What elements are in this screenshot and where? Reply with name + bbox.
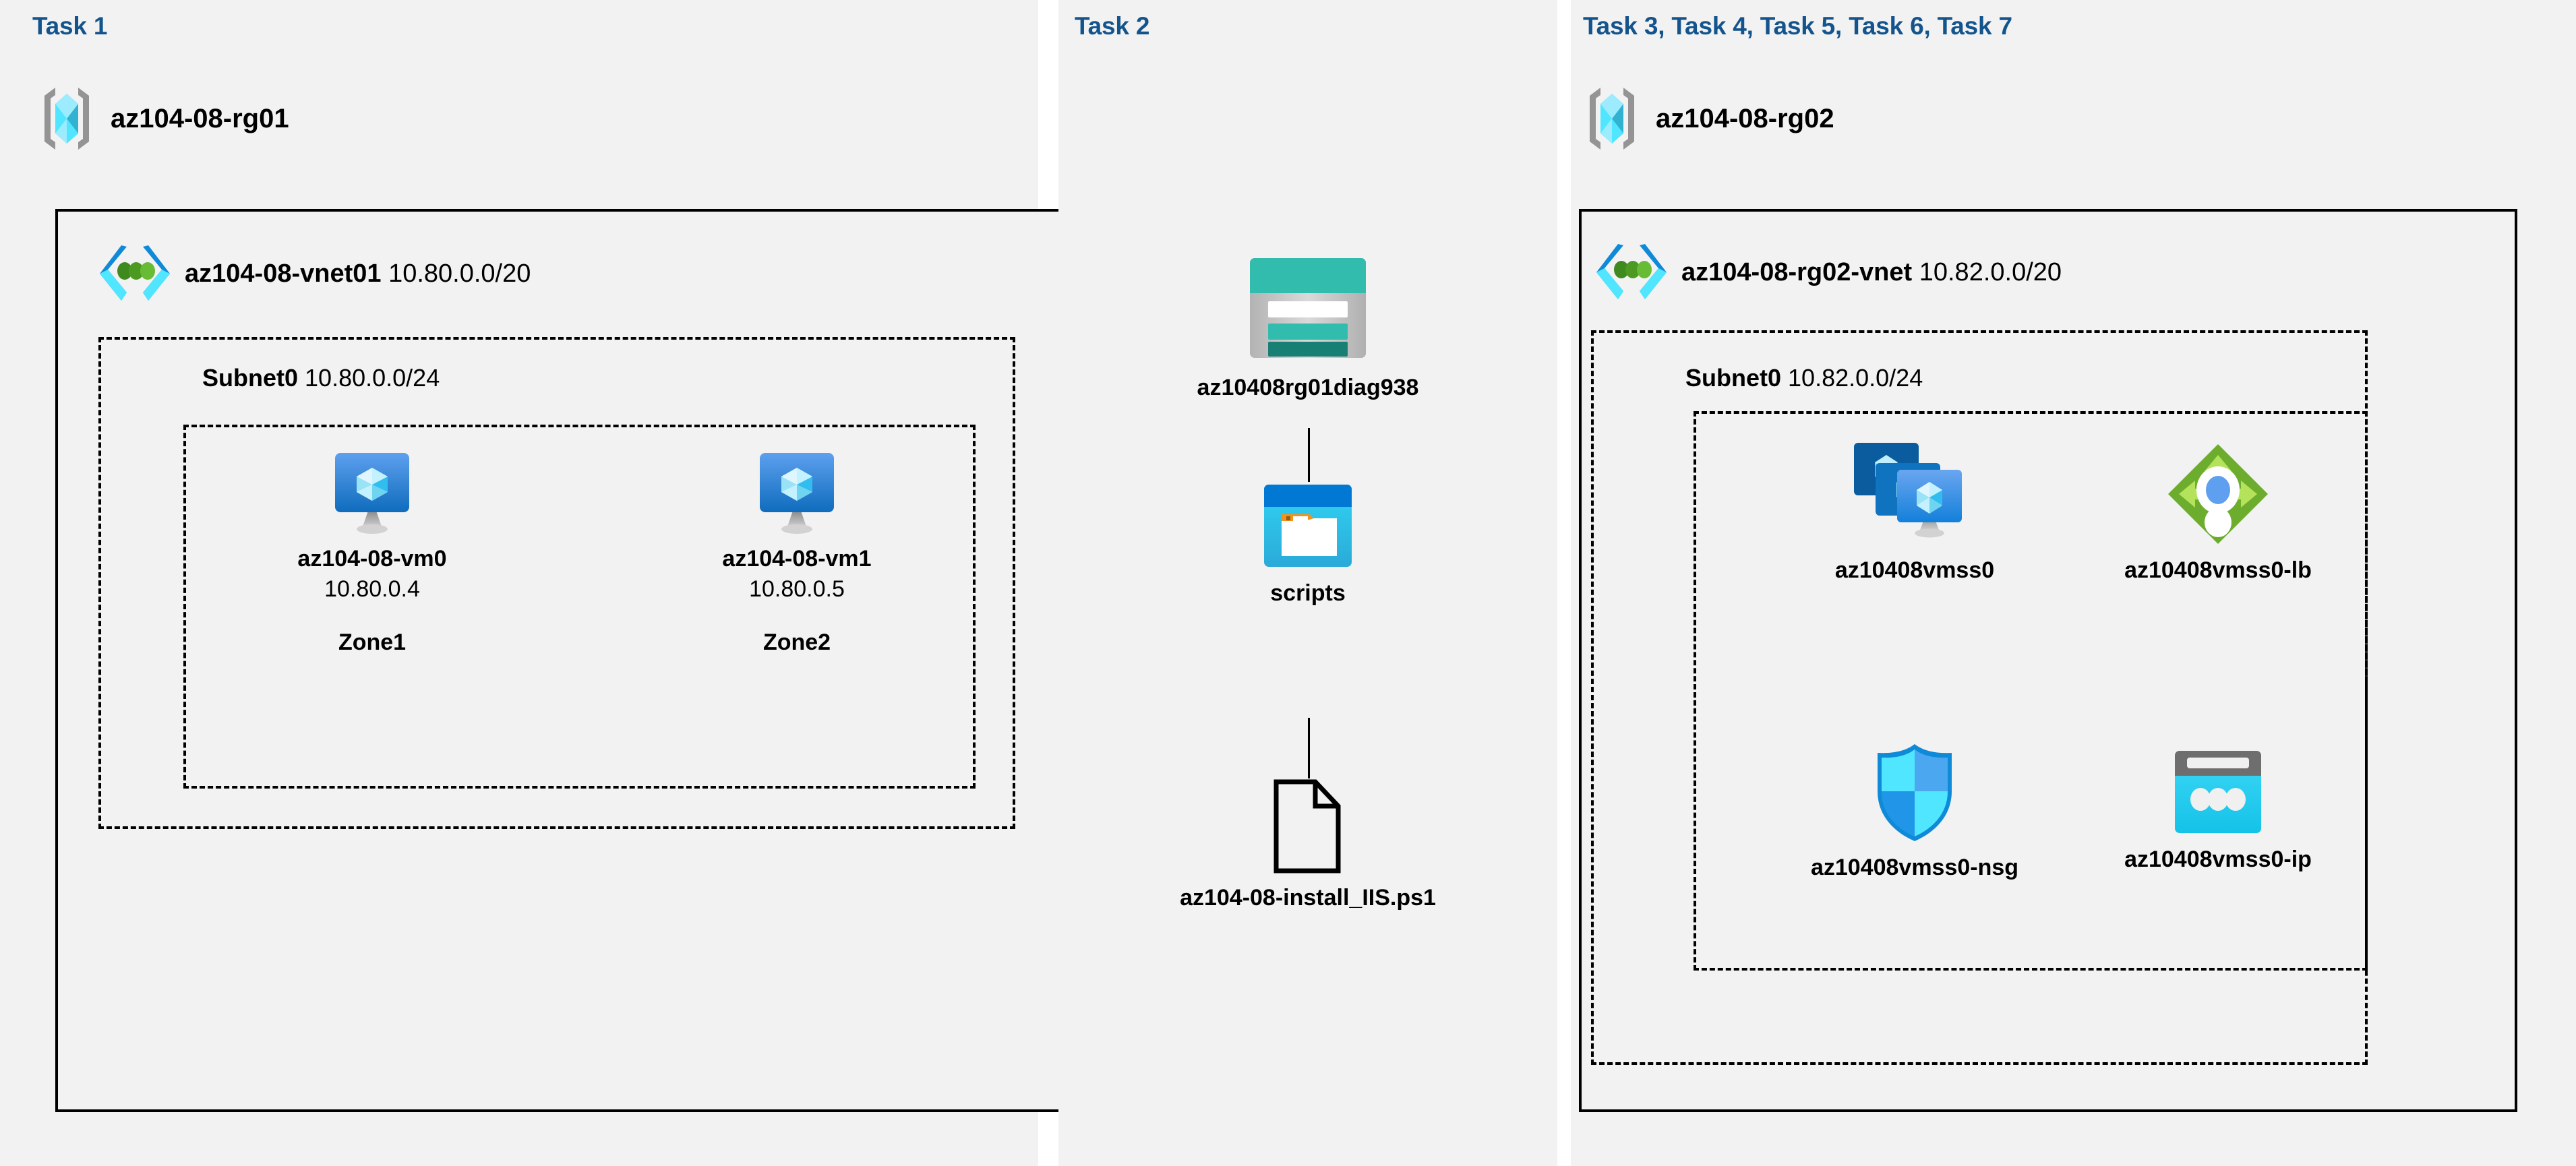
- task-label-2: Task 2: [1075, 12, 1150, 40]
- vnet-cidr: 10.80.0.0/20: [388, 259, 531, 288]
- subnet-name: Subnet0: [1685, 364, 1782, 392]
- task2-column: Task 2 az10408rg01diag938: [1058, 0, 1557, 1166]
- task1-column: Task 1 az104-08-rg01: [0, 0, 1518, 1166]
- vnet-box-az104-08-rg02-vnet: [1579, 209, 2517, 1112]
- subnet-label: Subnet0 10.80.0.0/24: [202, 364, 440, 392]
- subnet-label: Subnet0 10.82.0.0/24: [1685, 364, 1923, 392]
- resource-group-name: az104-08-rg02: [1656, 103, 1834, 133]
- vnet-title: az104-08-rg02-vnet 10.82.0.0/20: [1681, 258, 2062, 287]
- task-label-1: Task 1: [32, 12, 108, 40]
- load-balancer-icon: [2165, 441, 2271, 547]
- subnet-name: Subnet0: [202, 364, 299, 392]
- vnet-header-az104-08-rg02-vnet[interactable]: az104-08-rg02-vnet 10.82.0.0/20: [1596, 241, 2062, 303]
- nsg-node[interactable]: az10408vmss0-nsg: [1800, 741, 2029, 881]
- connector-container-to-file: [1308, 718, 1310, 778]
- virtual-machine-icon: [756, 452, 838, 535]
- resource-group-icon: [1586, 86, 1638, 151]
- task-label-3: Task 3, Task 4, Task 5, Task 6, Task 7: [1583, 12, 2012, 40]
- vm-name: az104-08-vm1: [722, 546, 872, 572]
- subnet-cidr: 10.80.0.0/24: [305, 364, 440, 392]
- resource-group-az104-08-rg01[interactable]: az104-08-rg01: [40, 86, 289, 151]
- storage-account-name: az10408rg01diag938: [1197, 375, 1419, 400]
- storage-account-node[interactable]: az10408rg01diag938: [1187, 253, 1429, 401]
- file-node[interactable]: az104-08-install_IIS.ps1: [1146, 778, 1470, 911]
- storage-account-icon: [1244, 253, 1372, 364]
- resources-box: [1694, 411, 2368, 971]
- blob-container-node[interactable]: scripts: [1224, 482, 1392, 607]
- vm-zone: Zone2: [762, 630, 831, 655]
- vnet-name: az104-08-vnet01: [185, 259, 382, 288]
- public-ip-node[interactable]: az10408vmss0-ip: [2103, 748, 2333, 873]
- resource-group-icon: [40, 86, 93, 151]
- file-document-icon: [1271, 778, 1345, 874]
- zones-box: [183, 425, 976, 789]
- virtual-machine-icon: [331, 452, 413, 535]
- vnet-title: az104-08-vnet01 10.80.0.0/20: [185, 259, 531, 288]
- file-name: az104-08-install_IIS.ps1: [1180, 885, 1436, 911]
- nsg-name: az10408vmss0-nsg: [1810, 855, 2019, 880]
- blob-container-name: scripts: [1270, 580, 1346, 606]
- vm-name: az104-08-vm0: [297, 546, 447, 572]
- virtual-network-icon: [1596, 241, 1667, 303]
- vmss-node-az10408vmss0[interactable]: az10408vmss0: [1800, 441, 2029, 584]
- resource-group-az104-08-rg02[interactable]: az104-08-rg02: [1586, 86, 1834, 151]
- vnet-header-az104-08-vnet01[interactable]: az104-08-vnet01 10.80.0.0/20: [100, 243, 531, 305]
- public-ip-address-icon: [2172, 748, 2264, 836]
- vm-ip: 10.80.0.5: [749, 576, 845, 602]
- load-balancer-name: az10408vmss0-lb: [2124, 557, 2312, 583]
- load-balancer-node[interactable]: az10408vmss0-lb: [2103, 441, 2333, 584]
- vm-node-az104-08-vm1[interactable]: az104-08-vm1 10.80.0.5 Zone2: [696, 452, 898, 656]
- vm-zone: Zone1: [338, 630, 407, 655]
- blob-container-icon: [1261, 482, 1354, 570]
- vm-node-az104-08-vm0[interactable]: az104-08-vm0 10.80.0.4 Zone1: [271, 452, 473, 656]
- virtual-network-icon: [100, 243, 170, 305]
- vmss-name: az10408vmss0: [1834, 557, 1995, 583]
- vm-scale-set-icon: [1853, 441, 1977, 547]
- vnet-cidr: 10.82.0.0/20: [1919, 257, 2062, 286]
- task3to7-column: Task 3, Task 4, Task 5, Task 6, Task 7 a…: [1571, 0, 2576, 1166]
- vnet-name: az104-08-rg02-vnet: [1681, 257, 1913, 286]
- network-security-group-icon: [1872, 741, 1957, 844]
- public-ip-name: az10408vmss0-ip: [2124, 847, 2312, 872]
- connector-storage-to-container: [1308, 428, 1310, 482]
- vm-ip: 10.80.0.4: [324, 576, 420, 602]
- subnet-box-subnet0: [98, 337, 1015, 829]
- resource-group-name: az104-08-rg01: [111, 103, 289, 133]
- subnet-cidr: 10.82.0.0/24: [1788, 364, 1923, 392]
